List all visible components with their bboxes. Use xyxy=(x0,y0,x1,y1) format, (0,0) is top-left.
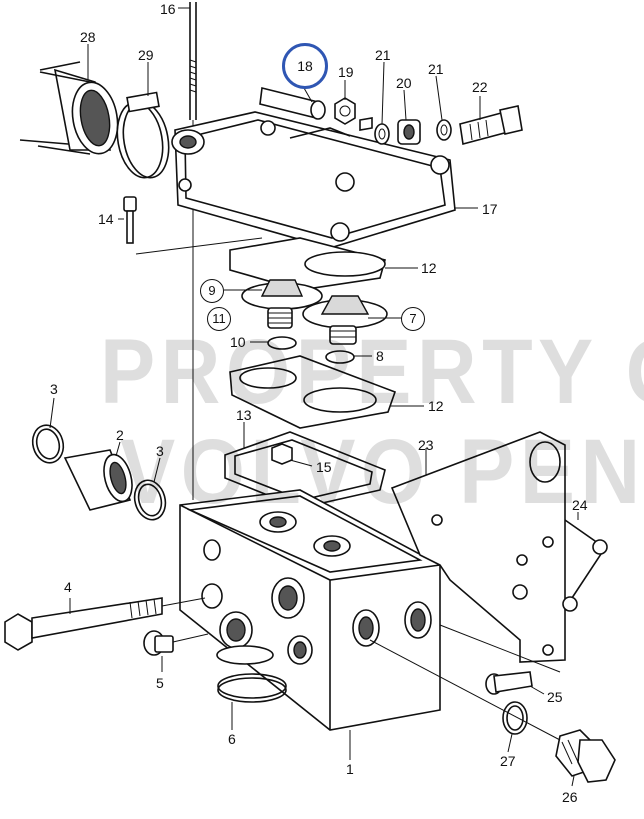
callout-26: 26 xyxy=(562,789,578,805)
part-29-hose-clamp xyxy=(116,80,170,179)
part-6-seal xyxy=(217,673,287,703)
callout-1: 1 xyxy=(346,761,354,777)
callout-19: 19 xyxy=(338,64,354,80)
part-1-housing xyxy=(179,489,441,731)
part-19-nut xyxy=(334,97,356,125)
part-21-washer-b xyxy=(436,119,452,141)
watermark-line-2: VOLVO PENTA xyxy=(120,421,644,523)
callout-13: 13 xyxy=(236,407,252,423)
callout-16: 16 xyxy=(160,1,176,17)
callout-23: 23 xyxy=(418,437,434,453)
assembly-line-plug xyxy=(369,639,561,741)
callout-5: 5 xyxy=(156,675,164,691)
part-12-gasket-lower xyxy=(229,355,397,429)
callout-11-circled: 11 xyxy=(207,307,231,331)
callout-7-circled: 7 xyxy=(401,307,425,331)
part-24-strap xyxy=(562,519,608,612)
part-21-washer-a xyxy=(374,123,390,145)
part-13-gasket xyxy=(224,431,386,509)
part-7-thermostat xyxy=(302,295,388,345)
callout-27: 27 xyxy=(500,753,516,769)
part-27-washer xyxy=(502,701,528,735)
part-23-bracket xyxy=(390,431,566,663)
part-5-plug xyxy=(143,630,209,656)
part-3-oring-right xyxy=(133,479,167,521)
callout-18-highlighted[interactable]: 18 xyxy=(282,43,328,89)
part-22-banjo-bolt xyxy=(459,105,523,146)
part-26-plug xyxy=(555,729,616,783)
callout-15: 15 xyxy=(316,459,332,475)
part-10-seal xyxy=(267,336,297,350)
callout-24: 24 xyxy=(572,497,588,513)
callout-12-a: 12 xyxy=(421,260,437,276)
part-3-oring-left xyxy=(31,424,65,464)
part-17-cover xyxy=(171,111,478,249)
part-25-screw xyxy=(485,671,533,695)
leader-lines xyxy=(49,7,579,787)
callout-3-b: 3 xyxy=(156,443,164,459)
callout-8: 8 xyxy=(376,348,384,364)
callout-12-b: 12 xyxy=(428,398,444,414)
callout-4: 4 xyxy=(64,579,72,595)
callout-10: 10 xyxy=(230,334,246,350)
part-18-tube xyxy=(259,87,326,120)
part-15-nut xyxy=(271,443,293,465)
callout-6: 6 xyxy=(228,731,236,747)
callout-28: 28 xyxy=(80,29,96,45)
callout-9-circled: 9 xyxy=(200,279,224,303)
part-12-gasket-upper xyxy=(229,237,386,291)
callout-25: 25 xyxy=(547,689,563,705)
assembly-line-bracket xyxy=(439,624,561,673)
watermark-line-1: PROPERTY OF xyxy=(100,321,644,423)
callout-21-a: 21 xyxy=(375,47,391,63)
callout-29: 29 xyxy=(138,47,154,63)
part-20-fitting xyxy=(359,117,421,145)
callout-17: 17 xyxy=(482,201,498,217)
callout-14: 14 xyxy=(98,211,114,227)
part-28-pipe xyxy=(19,61,119,155)
part-9-thermostat xyxy=(241,279,323,329)
callout-21-b: 21 xyxy=(428,61,444,77)
callout-22: 22 xyxy=(472,79,488,95)
part-14-screw xyxy=(123,196,263,255)
part-4-bolt xyxy=(4,597,206,651)
part-2-sleeve xyxy=(63,449,133,511)
callout-2: 2 xyxy=(116,427,124,443)
callout-3-a: 3 xyxy=(50,381,58,397)
callout-20: 20 xyxy=(396,75,412,91)
part-8-seal xyxy=(325,350,355,364)
